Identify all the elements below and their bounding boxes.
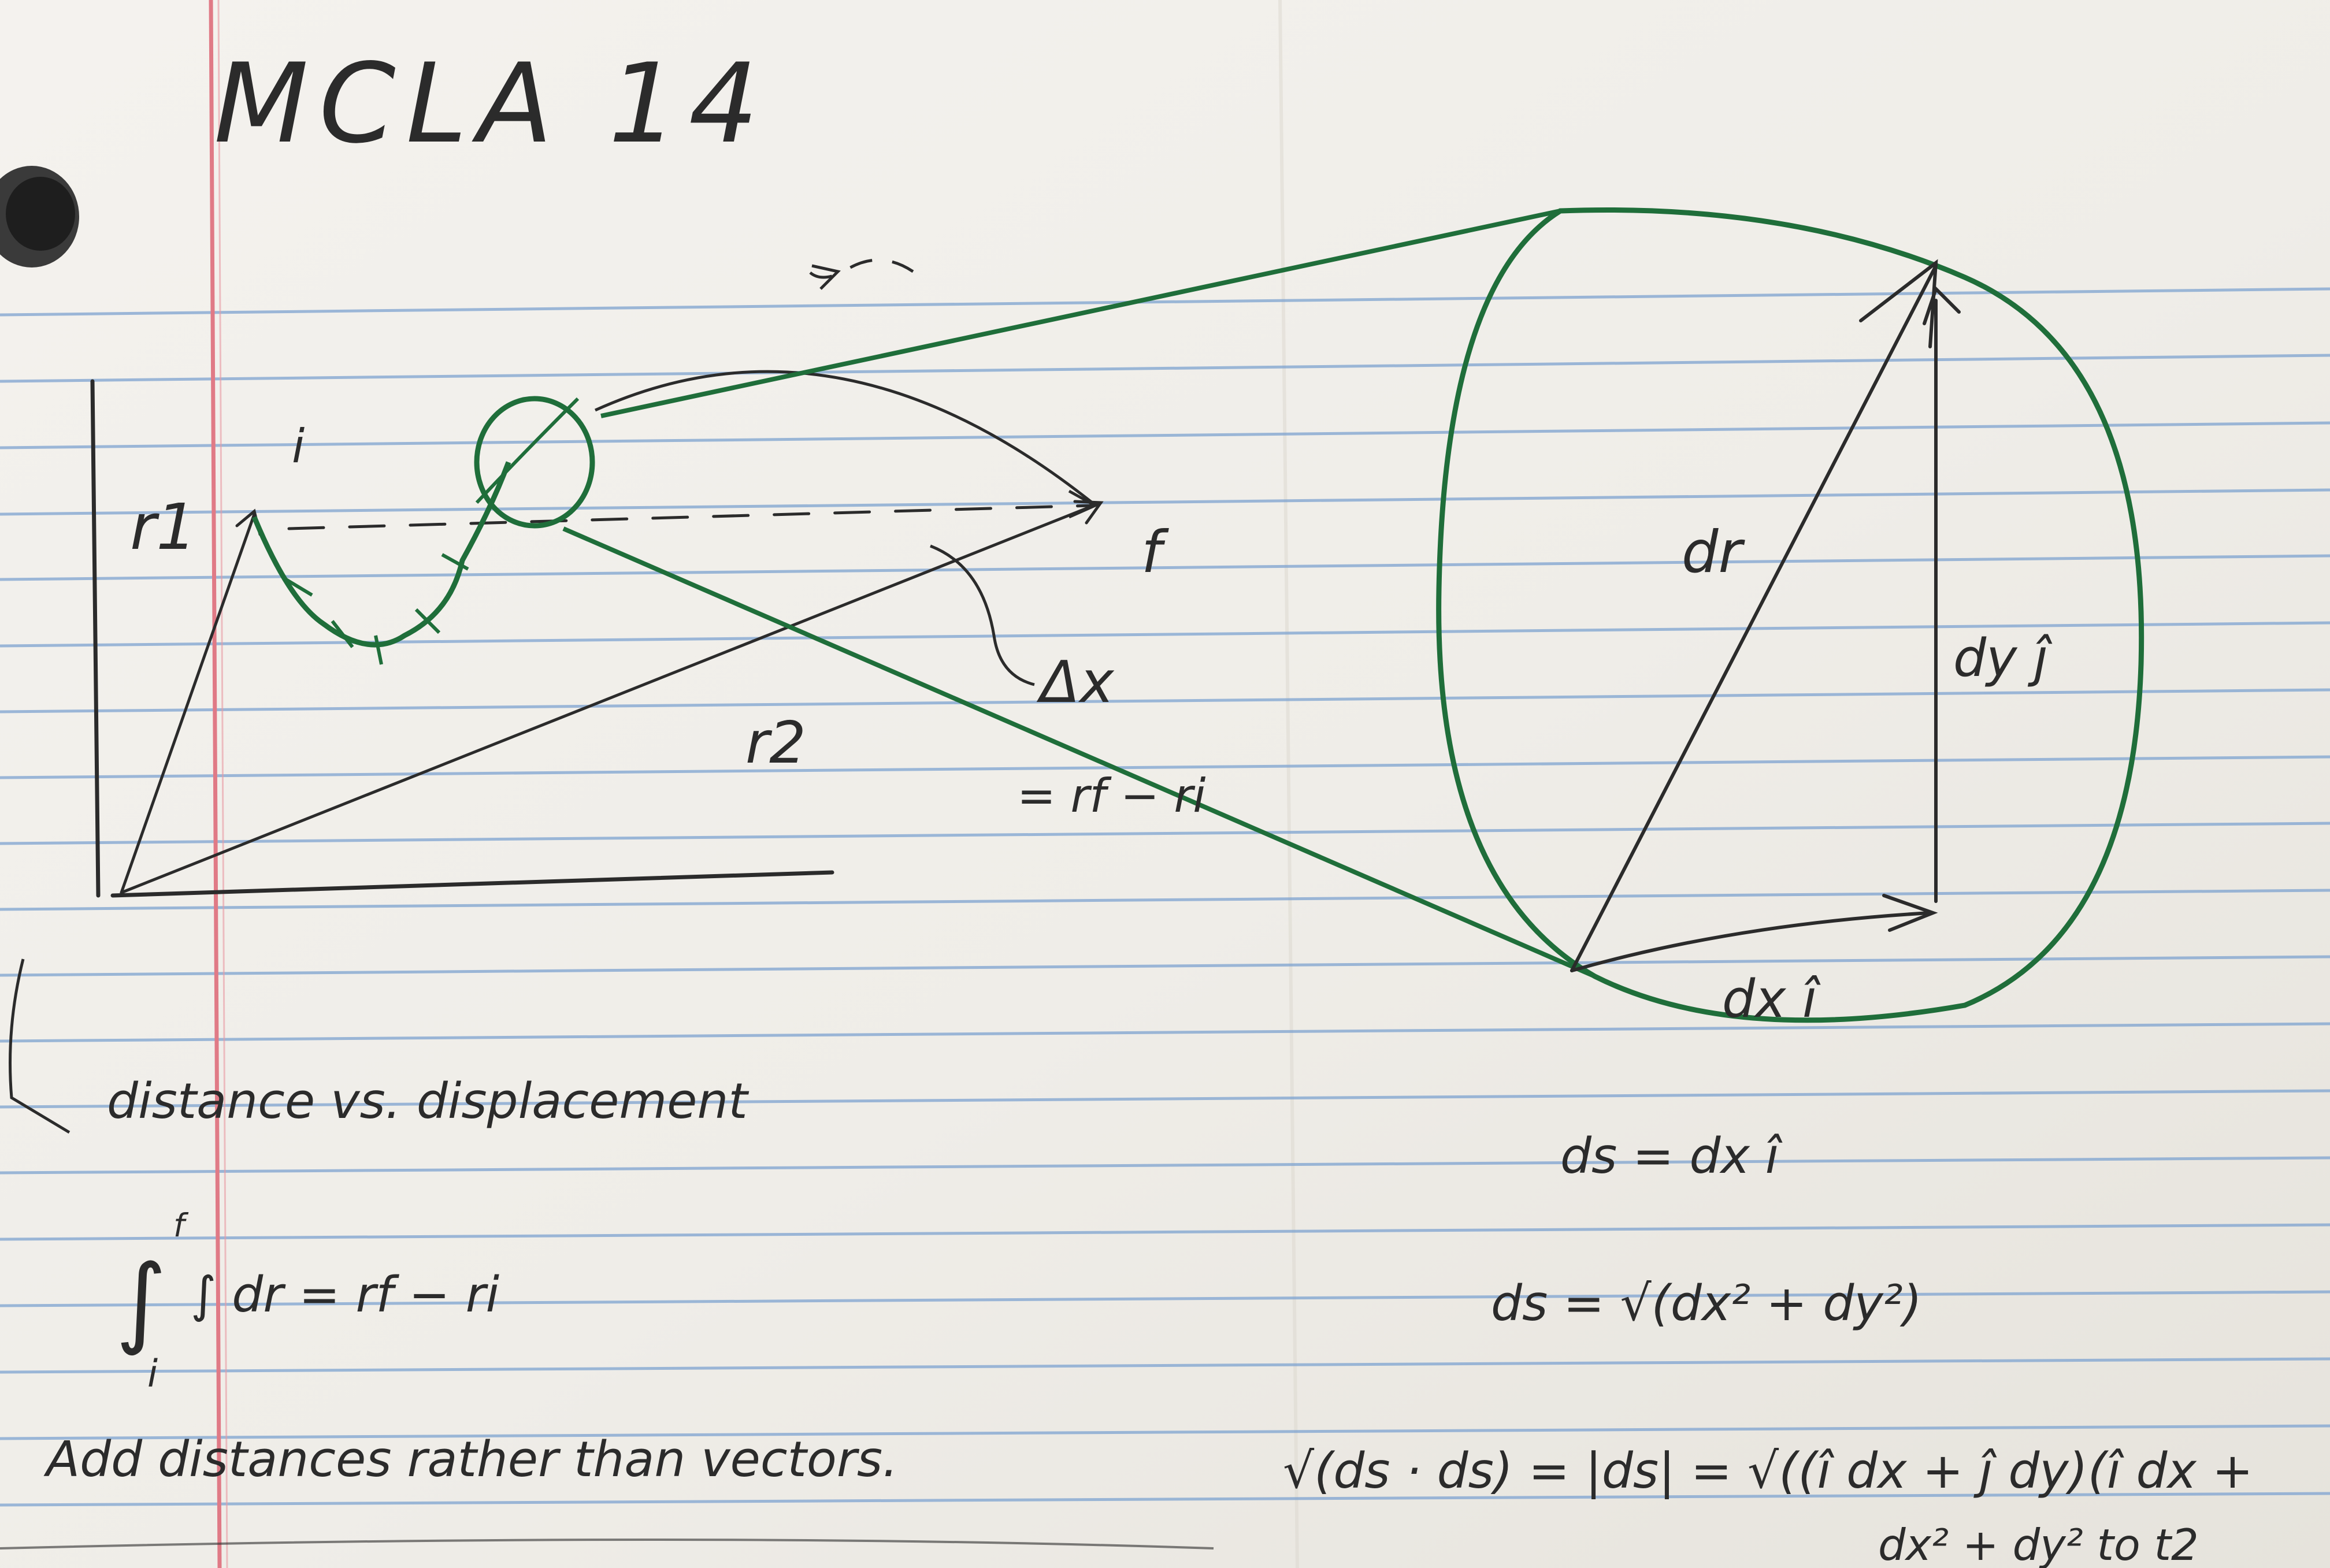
integral-sign: ∫ <box>116 1244 167 1358</box>
title-text: MCLA 14 <box>214 40 769 168</box>
integral-upper: f <box>173 1207 189 1244</box>
path-arc <box>594 370 1093 504</box>
distance-note: distance vs. displacement <box>107 1073 749 1130</box>
bottom-stroke <box>0 1539 1214 1550</box>
dr-label: dr <box>1682 518 1745 586</box>
dxi-label: dx î <box>1722 969 1821 1030</box>
r2-vector <box>120 500 1104 894</box>
zoom-lines <box>562 209 1596 979</box>
axes <box>90 379 834 898</box>
point-f-label: f <box>1141 518 1169 586</box>
zoom-circle <box>474 396 595 529</box>
add-distances-note: Add distances rather than vectors. <box>43 1431 898 1488</box>
ds-dot-equation: √(ds · ds) = |ds| = √((î dx + ĵ dy)(î dx… <box>1283 1443 2253 1500</box>
dashed-arrowhead <box>811 264 841 290</box>
delta-x-pointer <box>930 544 1035 686</box>
path-arc-dashed <box>808 258 914 279</box>
bracket-arrow <box>9 958 71 1134</box>
ds-equation-2: ds = √(dx² + dy²) <box>1491 1275 1922 1332</box>
r1-vector <box>120 508 262 894</box>
zoom-circle-large <box>1436 207 2145 1023</box>
green-path <box>251 461 511 648</box>
delta-x-equation: = rf − ri <box>1017 769 1206 823</box>
bottom-fragment: dx² + dy² to t2 <box>1878 1519 2199 1568</box>
green-path-ticks <box>282 553 469 665</box>
integral-lower: i <box>147 1353 158 1396</box>
r2-label: r2 <box>745 709 806 776</box>
dyj-label: dy ĵ <box>1953 628 2053 689</box>
displacement-dashed <box>287 504 1094 530</box>
delta-x-label: Δx <box>1036 648 1115 716</box>
right-triangle <box>1570 259 1961 972</box>
integral-equation: ∫ dr = rf − ri <box>191 1266 500 1324</box>
zoom-circle-segment <box>475 397 580 504</box>
r1-label: r1 <box>130 490 196 564</box>
displacement-arrowhead <box>1068 489 1099 519</box>
point-i-label: i <box>292 419 305 473</box>
ds-equation-1: ds = dx î <box>1560 1128 1783 1185</box>
